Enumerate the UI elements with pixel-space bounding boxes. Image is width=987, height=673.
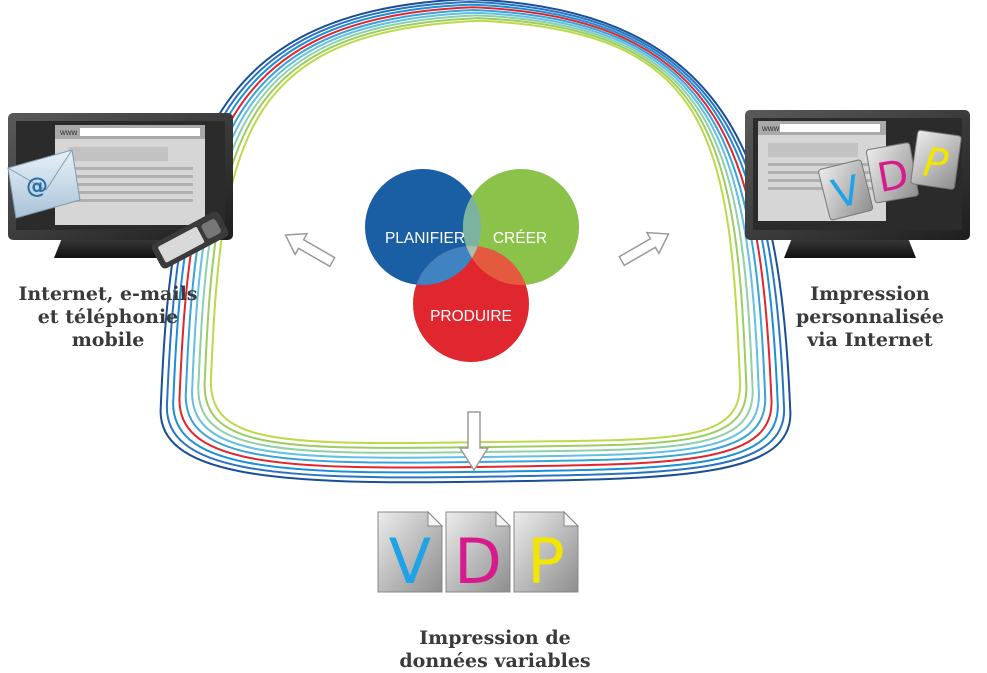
caption-line: données variables <box>399 650 591 672</box>
caption-line: personnalisée <box>795 306 944 328</box>
caption-line: Impression <box>810 283 930 305</box>
caption-line: mobile <box>71 329 145 351</box>
bottom-tile-v-icon: V <box>377 510 444 598</box>
caption-variable-data-printing: Impression de données variables <box>360 627 630 673</box>
venn-label-planifier: PLANIFIER <box>385 230 465 247</box>
bottom-tile-v: V <box>389 525 431 598</box>
arrow-down-icon <box>458 411 490 472</box>
right-browser-url: www <box>761 124 780 133</box>
bottom-tile-d: D <box>454 525 502 598</box>
right-vdp-tiles: V D P <box>818 129 962 221</box>
phone-icon <box>151 211 229 269</box>
venn-label-creer: CRÉER <box>493 230 547 247</box>
caption-internet-emails-mobile: Internet, e-mails et téléphonie mobile <box>8 283 208 352</box>
caption-line: Impression de <box>419 627 571 649</box>
venn-label-produire: PRODUIRE <box>430 308 512 325</box>
arrow-to-right-icon <box>618 231 670 267</box>
left-browser-url: www <box>59 128 78 137</box>
envelope-icon: @ <box>7 149 81 219</box>
venn-diagram: PLANIFIER CRÉER PRODUIRE <box>365 169 579 362</box>
arrow-to-left-icon <box>284 232 336 268</box>
bottom-tile-p: P <box>527 525 564 598</box>
left-monitor-icon: www <box>8 113 233 258</box>
bottom-tile-p-icon: P <box>513 510 580 598</box>
caption-line: et téléphonie <box>37 306 179 328</box>
bottom-tile-d-icon: D <box>445 510 512 598</box>
caption-line: Internet, e-mails <box>18 283 198 305</box>
caption-personalized-printing: Impression personnalisée via Internet <box>770 283 970 352</box>
email-at-symbol: @ <box>26 174 48 199</box>
caption-line: via Internet <box>807 329 933 351</box>
bottom-vdp-tiles: V D P <box>377 510 580 598</box>
